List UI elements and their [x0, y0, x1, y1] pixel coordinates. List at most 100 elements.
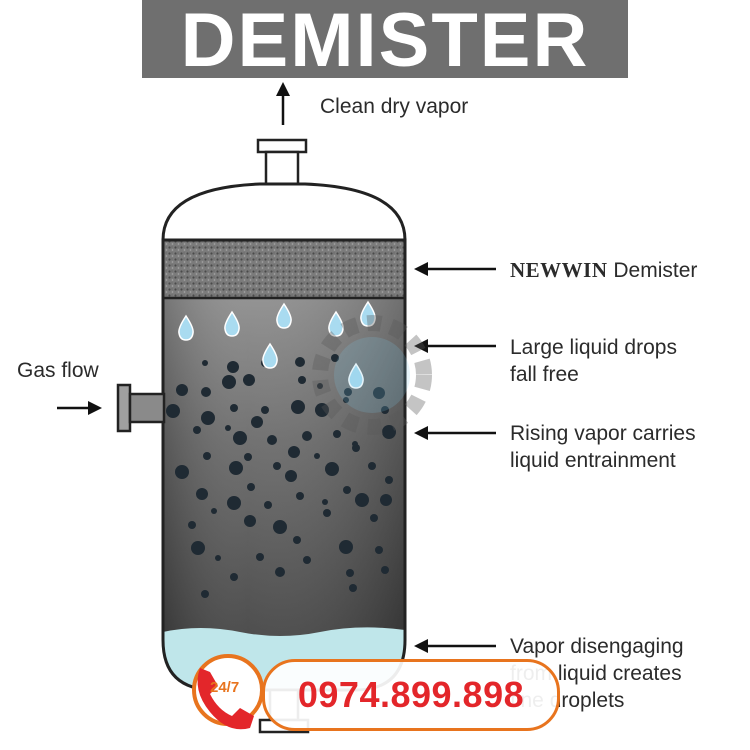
droplet [247, 483, 255, 491]
top-outlet-nozzle [256, 138, 308, 190]
large-drops-line-1: Large liquid drops [510, 336, 677, 359]
diagram-title: DEMISTER [180, 0, 590, 83]
droplet [373, 387, 385, 399]
droplet [176, 384, 188, 396]
large-drop [224, 310, 240, 337]
demister-word: Demister [613, 259, 698, 282]
large-drop [178, 314, 194, 341]
droplet [352, 441, 358, 447]
droplet [196, 488, 208, 500]
droplet [275, 567, 285, 577]
droplet [349, 584, 357, 592]
large-drops-line-2: fall free [510, 363, 579, 386]
droplet [385, 476, 393, 484]
large-drop [360, 300, 376, 327]
droplet [202, 360, 208, 366]
large-drop [328, 310, 344, 337]
droplet [375, 546, 383, 554]
droplet [382, 425, 396, 439]
gas-inlet-nozzle [116, 383, 166, 433]
droplet [317, 383, 323, 389]
large-drops-pointer-arrow [414, 339, 496, 353]
droplet [244, 453, 252, 461]
phone-icon [192, 654, 264, 730]
droplet [381, 406, 389, 414]
droplet [355, 493, 369, 507]
rising-vapor-label: Rising vapor carries liquid entrainment [510, 420, 696, 474]
large-falling-drops [178, 300, 376, 389]
droplet [291, 400, 305, 414]
droplet [370, 514, 378, 522]
droplet [302, 431, 312, 441]
hours-label: 24/7 [210, 679, 240, 696]
droplet [381, 566, 389, 574]
droplet [175, 465, 189, 479]
droplet [166, 404, 180, 418]
rising-vapor-pointer-arrow [414, 426, 496, 440]
droplet [288, 446, 300, 458]
droplet [267, 435, 277, 445]
large-drop [276, 302, 292, 329]
droplet [233, 431, 247, 445]
droplet [295, 357, 305, 367]
droplet [315, 403, 329, 417]
vessel-top-dome [161, 182, 407, 242]
droplet [191, 541, 205, 555]
phone-number[interactable]: 0974.899.898 [297, 674, 525, 715]
droplet [339, 540, 353, 554]
droplet [323, 509, 331, 517]
droplet [244, 515, 256, 527]
droplet [201, 411, 215, 425]
droplet [296, 492, 304, 500]
droplet [211, 508, 217, 514]
droplet [273, 462, 281, 470]
entrained-droplets [166, 354, 396, 598]
gas-flow-arrow [57, 401, 102, 415]
droplet [343, 486, 351, 494]
droplet [314, 453, 320, 459]
title-banner: DEMISTER [142, 0, 628, 83]
droplet [222, 375, 236, 389]
demister-label: NEWWIN Demister [510, 257, 697, 284]
droplet [193, 426, 201, 434]
droplet [229, 461, 243, 475]
brand-name: NEWWIN [510, 258, 608, 282]
droplet [230, 404, 238, 412]
large-drop [348, 362, 364, 389]
disengaging-pointer-arrow [414, 639, 496, 653]
droplet [380, 494, 392, 506]
droplet [203, 452, 211, 460]
gear-watermark-icon [312, 315, 432, 435]
droplet [227, 361, 239, 373]
droplet [201, 387, 211, 397]
droplet [322, 499, 328, 505]
droplet [215, 555, 221, 561]
droplet [230, 573, 238, 581]
droplet [264, 501, 272, 509]
large-drop [262, 342, 278, 369]
droplet [273, 520, 287, 534]
droplet [344, 388, 352, 396]
droplet [293, 536, 301, 544]
droplet [298, 376, 306, 384]
rising-vapor-line-1: Rising vapor carries [510, 422, 696, 445]
gas-flow-label: Gas flow [17, 359, 99, 382]
droplet [303, 556, 311, 564]
disengaging-line-1: Vapor disengaging [510, 635, 684, 658]
droplet [285, 470, 297, 482]
phone-contact-badge[interactable]: 0974.899.898 [262, 659, 560, 731]
droplet [333, 430, 341, 438]
droplet [331, 354, 339, 362]
droplet [343, 397, 349, 403]
droplet [225, 425, 231, 431]
clean-vapor-arrow [276, 82, 290, 125]
droplet [243, 374, 255, 386]
droplet [368, 462, 376, 470]
rising-vapor-line-2: liquid entrainment [510, 449, 676, 472]
demister-pointer-arrow [414, 262, 496, 276]
droplet [188, 521, 196, 529]
droplet [251, 416, 263, 428]
droplet [261, 406, 269, 414]
